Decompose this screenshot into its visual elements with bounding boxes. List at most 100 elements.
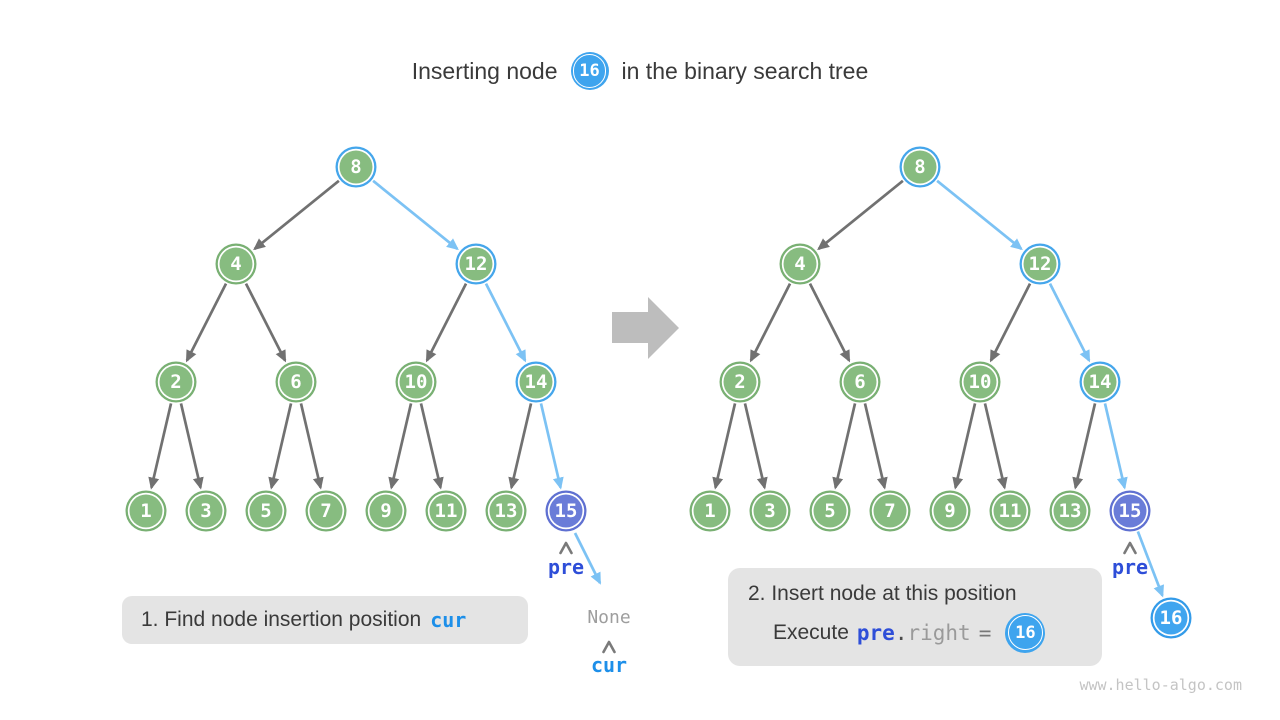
pre-label: pre [548,555,584,579]
step1-tree-node-15: 15 [545,490,587,532]
step1-tree-edge-8-12 [372,179,459,251]
node-disc [309,494,343,528]
node-disc [279,365,313,399]
step1-tree-node-1: 1 [125,490,167,532]
node-disc [519,365,553,399]
page-title: Inserting node 16 in the binary search t… [0,50,1280,92]
node-value: 15 [555,500,578,522]
node-value: 15 [1119,500,1142,522]
step1-tree-search-arrow-0 [573,532,602,585]
step1-tree-edge-4-2 [185,282,228,363]
step2-tree-edge-2-3 [743,403,768,490]
node-value: 5 [260,500,271,522]
node-disc [993,494,1027,528]
watermark: www.hello-algo.com [1079,676,1242,694]
node-value: 2 [170,371,181,393]
node-disc [219,247,253,281]
step2-tree-node-7: 7 [869,490,911,532]
caret-up-icon [559,541,573,555]
title-node-value: 16 [579,61,600,81]
step2-tree-node-13: 13 [1049,490,1091,532]
step2-tree-edge-4-2 [749,282,792,363]
node-value: 8 [350,156,361,178]
caption-node-value: 16 [1015,622,1036,643]
caption-step1: 1. Find node insertion position cur [122,596,528,644]
node-disc [813,494,847,528]
step1-tree-node-2: 2 [155,361,197,403]
node-value: 13 [495,500,518,522]
pre-label: pre [1112,555,1148,579]
node-disc [249,494,283,528]
node-value: 8 [914,156,925,178]
node-disc [189,494,223,528]
node-value: 5 [824,500,835,522]
caption-step2: 2. Insert node at this position Execute … [728,568,1102,666]
step1-tree-edge-14-13 [508,403,533,490]
step1-tree-node-11: 11 [425,490,467,532]
caption-step2-right-code: right [907,620,971,645]
caption-step2-line1: 2. Insert node at this position [748,581,1017,605]
node-value: 14 [525,371,548,393]
step2-tree-node-12: 12 [1019,243,1061,285]
caption-step1-text: 1. Find node insertion position [141,608,422,631]
node-disc [783,247,817,281]
node-value: 6 [854,371,865,393]
node-value: 14 [1089,371,1112,393]
step2-tree-node-5: 5 [809,490,851,532]
step2-tree-node-16: 16 [1150,597,1192,639]
node-disc [399,365,433,399]
step2-tree-edge-10-11 [983,403,1008,490]
step1-tree-edge-10-9 [388,403,413,490]
step1-tree-edge-2-3 [179,403,204,490]
node-value: 3 [200,500,211,522]
step2-tree-edge-2-1 [712,403,737,490]
caret-up-icon [1123,541,1137,555]
step2-tree-node-15: 15 [1109,490,1151,532]
node-disc [843,365,877,399]
step1-tree-node-3: 3 [185,490,227,532]
step2-tree-node-2: 2 [719,361,761,403]
node-value: 4 [794,253,805,275]
node-disc [1113,494,1147,528]
cur-label: cur [591,653,627,677]
step1-tree-edge-10-11 [419,403,444,490]
step2-tree-edge-8-12 [936,179,1023,251]
step2-tree-node-11: 11 [989,490,1031,532]
node-value: 11 [999,500,1022,522]
step2-tree-edge-8-4 [817,179,904,251]
step1-tree-edge-8-4 [253,179,340,251]
none-label: None [587,607,630,628]
node-value: 12 [465,253,488,275]
caret-up-icon [602,640,616,654]
step1-tree-node-6: 6 [275,361,317,403]
node-disc [873,494,907,528]
node-value: 9 [944,500,955,522]
caption-step2-execute: Execute [773,620,849,644]
step2-tree-edge-14-13 [1072,403,1097,490]
step1-tree-node-9: 9 [365,490,407,532]
node-disc [459,247,493,281]
node-disc [1023,247,1057,281]
node-value: 11 [435,500,458,522]
step1-tree-node-5: 5 [245,490,287,532]
node-disc [1083,365,1117,399]
node-value: 7 [884,500,895,522]
node-disc [1154,601,1188,635]
node-value: 4 [230,253,241,275]
step1-tree-edge-4-6 [244,282,287,363]
title-suffix: in the binary search tree [621,57,869,84]
node-disc [963,365,997,399]
node-value: 12 [1029,253,1052,275]
step1-tree-edge-6-7 [299,403,324,490]
step2-tree-edge-12-14 [1048,282,1091,363]
caption-step2-line2: Execute pre . right = 16 [773,612,1102,653]
step2-tree-edge-14-15 [1103,403,1128,490]
caption-step1-cur-code: cur [430,608,467,632]
step1-tree-edge-12-14 [484,282,527,363]
step1-tree-edge-12-10 [425,282,468,363]
step2-tree-edge-4-6 [808,282,851,363]
